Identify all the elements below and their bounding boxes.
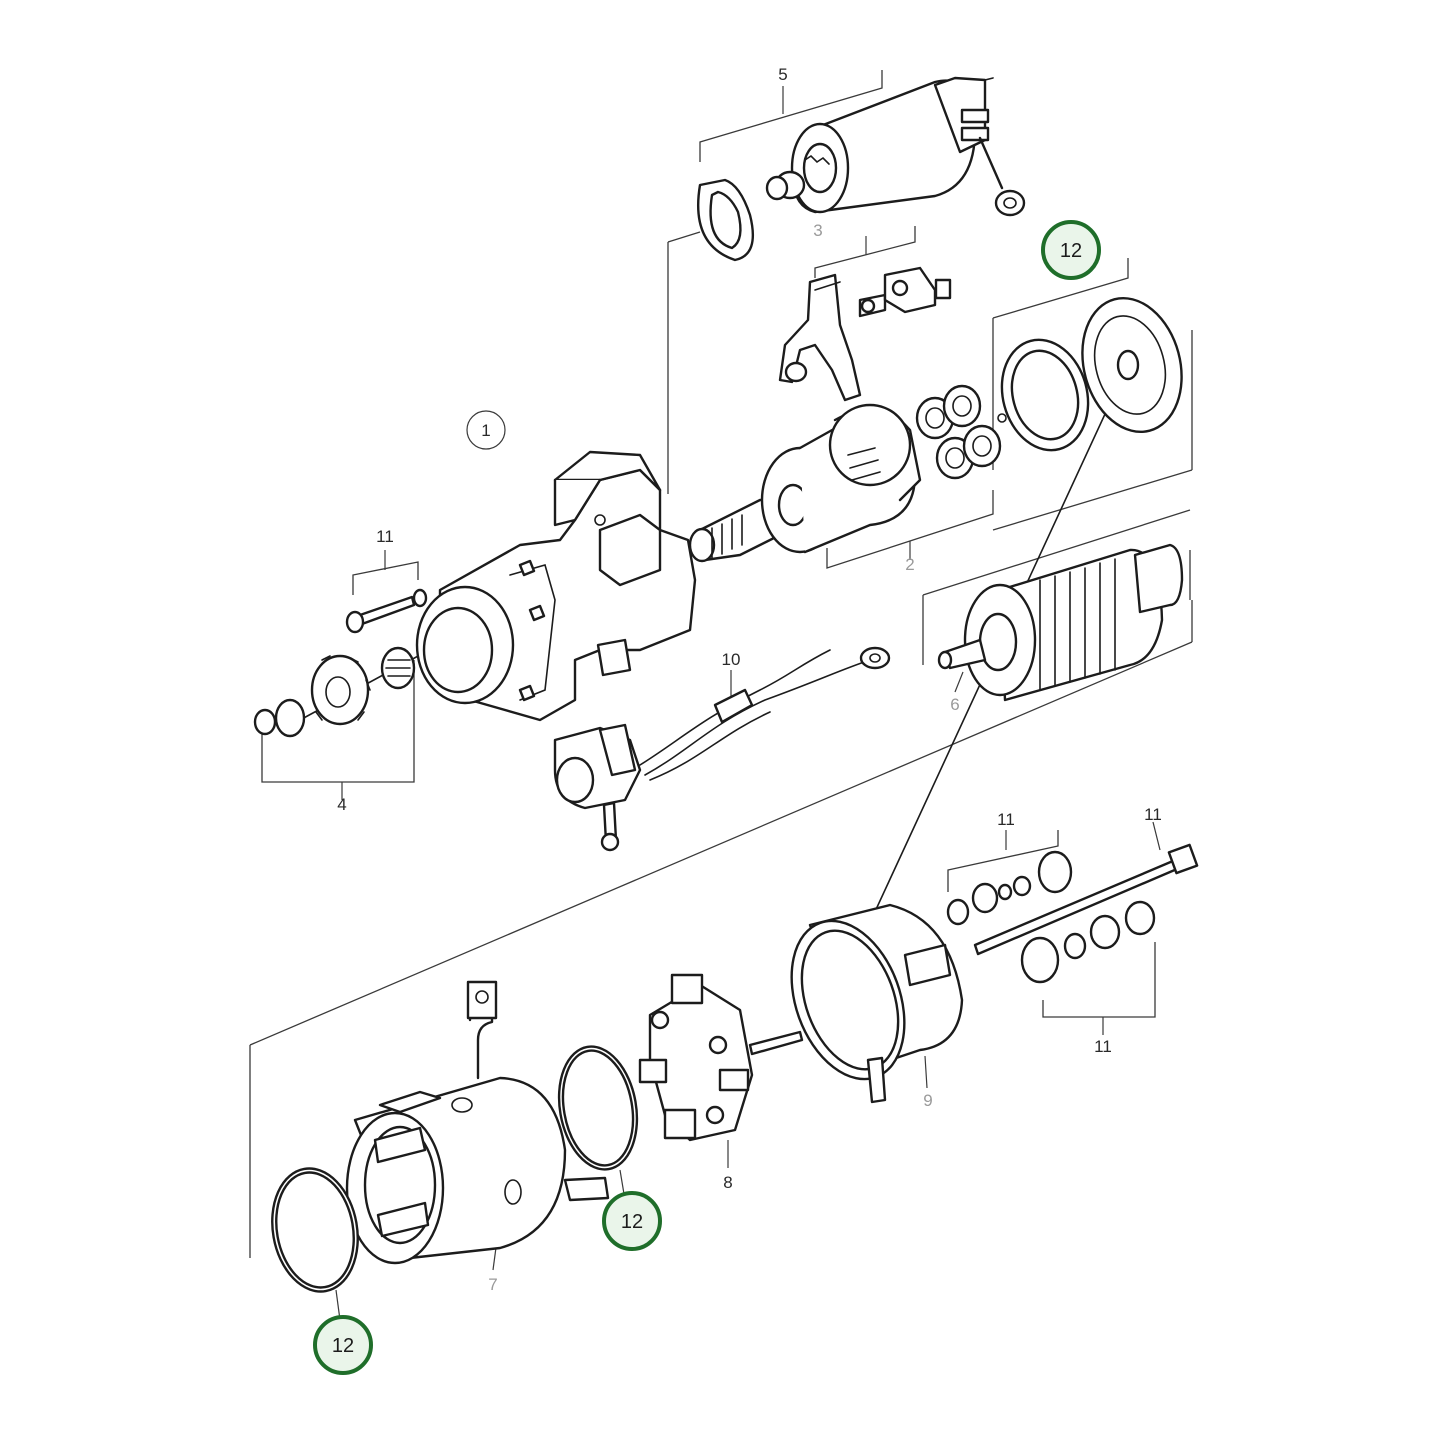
bracket-lines [249,70,1193,1321]
field-frame [345,980,610,1265]
callout-pinion-kit: 4 [337,795,346,814]
highlight-12-bottom-label: 12 [332,1335,354,1357]
callout-assembly: 1 [481,421,490,440]
highlight-12-middle-label: 12 [621,1211,643,1233]
end-hardware [946,843,1199,984]
wiring-harness [553,646,891,852]
armature [937,543,1184,702]
through-bolt-left [345,588,428,634]
drive-end-housing [415,450,697,722]
callout-solenoid: 5 [778,65,787,84]
engagement-lever [778,266,952,402]
pinion-kit [253,646,416,738]
callout-field-frame: 7 [488,1275,497,1294]
highlight-12-top-label: 12 [1060,240,1082,262]
callout-end-cover: 9 [923,1091,932,1110]
drive-shaft [688,403,922,563]
ring-gear-set [1000,296,1183,452]
callout-assembly-ring [466,410,506,450]
o-rings [271,1045,639,1293]
end-cover [790,903,964,1104]
callout-lever: 3 [813,221,822,240]
callout-brush-holder: 8 [723,1173,732,1192]
highlight-12-top[interactable]: 12 [1041,220,1101,280]
callout-fasteners-d: 11 [1094,1037,1112,1056]
callout-fasteners-c: 11 [1144,805,1162,824]
callout-drive-shaft: 2 [905,555,914,574]
callout-fasteners-a: 11 [376,527,394,546]
callout-wiring: 10 [722,650,741,669]
brush-holder [638,973,804,1142]
planetary-gears [915,384,1007,480]
highlight-12-bottom[interactable]: 12 [313,1315,373,1375]
highlight-12-middle[interactable]: 12 [602,1191,662,1251]
callout-armature: 6 [950,695,959,714]
callout-fasteners-b: 11 [997,810,1015,829]
solenoid [697,76,1026,262]
